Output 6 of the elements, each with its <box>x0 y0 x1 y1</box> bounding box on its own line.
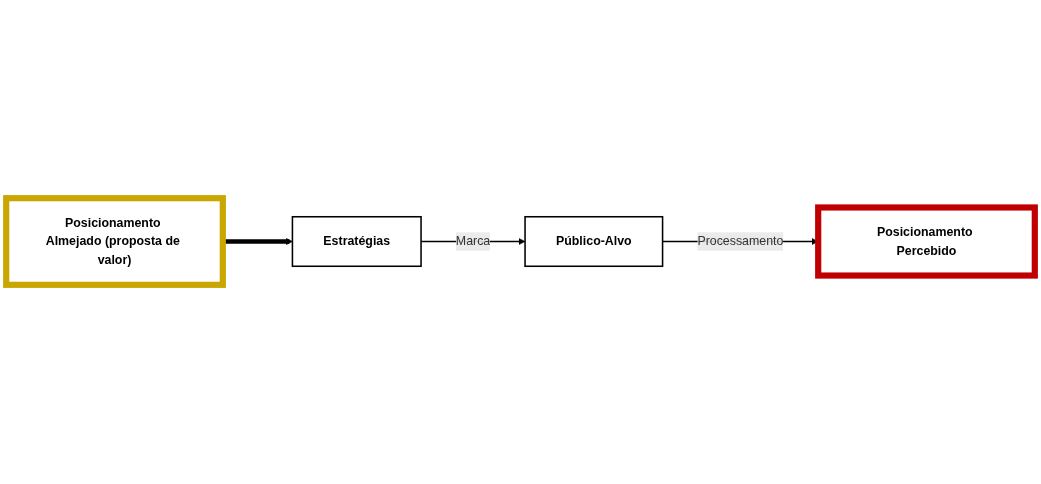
edge-label: Processamento <box>697 235 784 249</box>
edge-label: Marca <box>455 235 491 249</box>
node-box: Posicionamento Percebido <box>815 204 1038 280</box>
node-box: Posicionamento Almejado (proposta de valor) <box>3 195 226 289</box>
node-box: Estratégias <box>291 216 422 268</box>
node-box: Público-Alvo <box>524 216 664 268</box>
